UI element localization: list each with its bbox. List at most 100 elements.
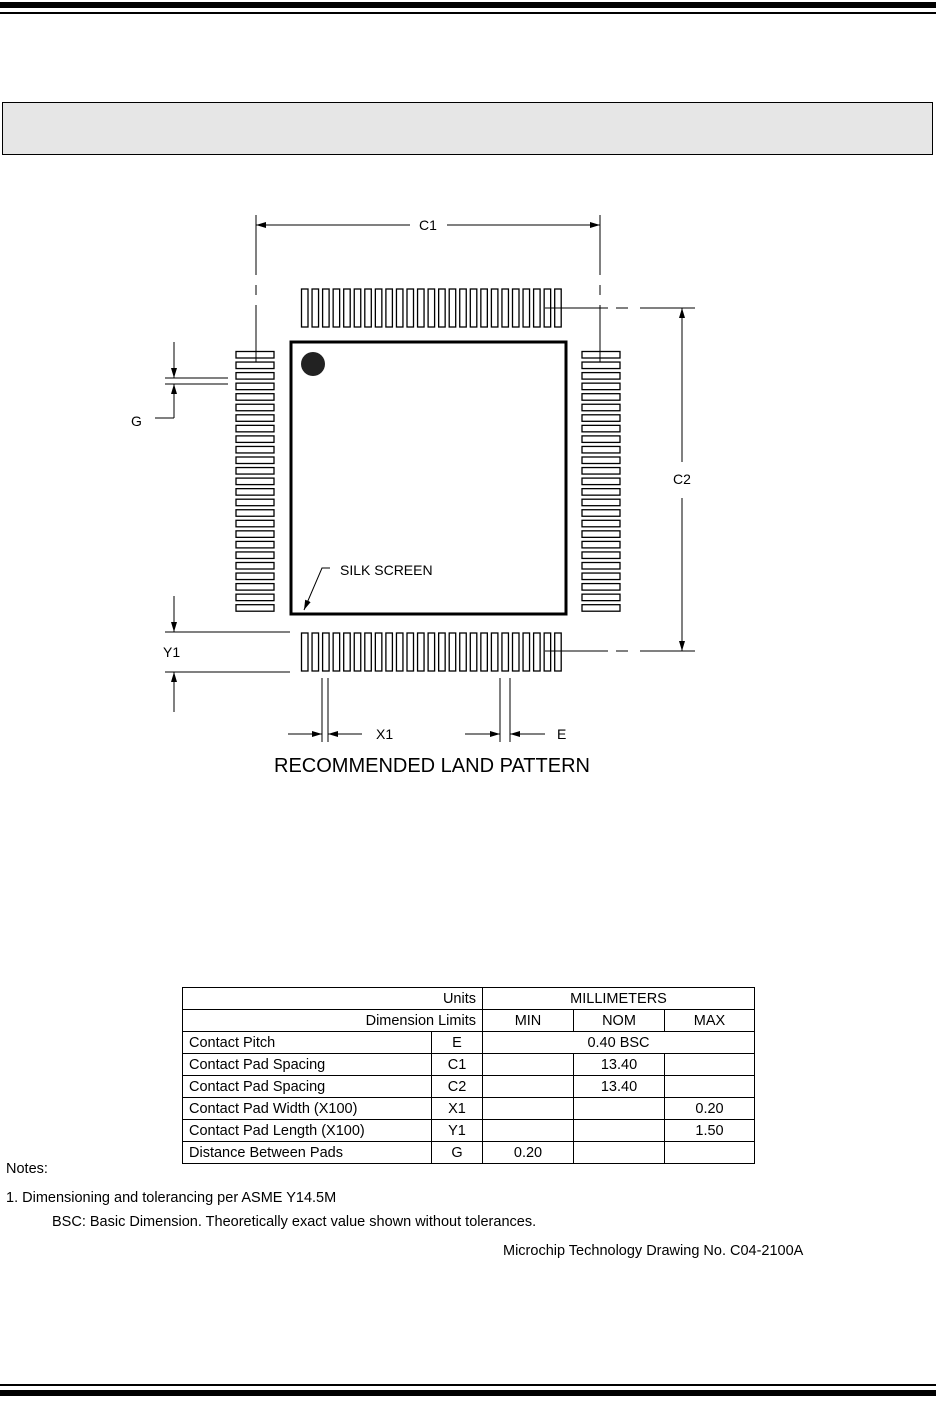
row-max — [664, 1141, 755, 1164]
pad-left — [235, 435, 275, 444]
row-min — [482, 1053, 574, 1076]
row-nom — [573, 1141, 665, 1164]
silk-screen-outline — [289, 340, 568, 616]
row-max: 0.20 — [664, 1097, 755, 1120]
pad-right — [581, 582, 621, 591]
row-nom — [573, 1097, 665, 1120]
row-min: 0.20 — [482, 1141, 574, 1164]
pad-bottom — [501, 632, 510, 672]
pad-right — [581, 561, 621, 570]
g-label: G — [131, 413, 142, 429]
pad-bottom — [353, 632, 362, 672]
pad-right — [581, 393, 621, 401]
pad-left — [235, 403, 275, 412]
top-rule-thick — [0, 2, 936, 8]
row-min — [482, 1075, 574, 1098]
pad-right — [581, 456, 621, 465]
row-name: Contact Pad Spacing — [182, 1075, 432, 1098]
units-label: Units — [182, 987, 483, 1010]
pad-right — [581, 540, 621, 549]
bottom-rule-thick — [0, 1390, 936, 1396]
pad-bottom — [490, 632, 499, 672]
pad-bottom — [522, 632, 531, 672]
pad-top — [490, 288, 499, 328]
pad-top — [364, 288, 372, 328]
pad-bottom — [543, 632, 552, 672]
pad-right — [581, 350, 621, 359]
pad-left — [235, 572, 275, 581]
pad-left — [235, 414, 275, 422]
package-title-box — [2, 102, 933, 155]
pad-left — [235, 382, 275, 391]
row-symbol: X1 — [431, 1097, 483, 1120]
pad-bottom — [427, 632, 436, 672]
pad-left — [235, 593, 275, 602]
pad-left — [235, 361, 275, 370]
pad-left — [235, 540, 275, 549]
pad-top — [427, 288, 436, 328]
pad-right — [581, 487, 621, 496]
pad-top — [511, 288, 520, 328]
pad-bottom — [385, 632, 394, 672]
pad-left — [235, 477, 275, 486]
pad-right — [581, 414, 621, 422]
pad-left — [235, 509, 275, 517]
pad-top — [332, 288, 341, 328]
row-nom: 13.40 — [573, 1053, 665, 1076]
pad-right — [581, 551, 621, 560]
pad-left — [235, 466, 275, 475]
pad-left — [235, 445, 275, 454]
y1-label: Y1 — [163, 644, 180, 660]
pad-bottom — [321, 632, 330, 672]
limits-label: Dimension Limits — [182, 1009, 483, 1032]
pad-right — [581, 361, 621, 370]
bottom-rule-thin — [0, 1384, 936, 1386]
e-label: E — [557, 726, 566, 742]
pad-top — [406, 288, 415, 328]
pad-bottom — [459, 632, 467, 672]
note-1: 1. Dimensioning and tolerancing per ASME… — [6, 1190, 337, 1206]
pad-top — [395, 288, 404, 328]
pad-left — [235, 456, 275, 465]
drawing-number: Microchip Technology Drawing No. C04-210… — [503, 1243, 804, 1259]
pad-right — [581, 604, 621, 612]
row-symbol: C1 — [431, 1053, 483, 1076]
pad-right — [581, 572, 621, 581]
pad-top — [480, 288, 489, 328]
pad-left — [235, 393, 275, 401]
row-symbol: Y1 — [431, 1119, 483, 1142]
row-symbol: G — [431, 1141, 483, 1164]
row-name: Contact Pad Spacing — [182, 1053, 432, 1076]
pad-top — [522, 288, 531, 328]
dimension-table: Units MILLIMETERS Dimension Limits MIN N… — [182, 987, 755, 1164]
pad-left — [235, 424, 275, 433]
pad-left — [235, 530, 275, 538]
pad-right — [581, 593, 621, 602]
x1-label: X1 — [376, 726, 393, 742]
pad-top — [501, 288, 510, 328]
pad-bottom — [406, 632, 415, 672]
c1-label: C1 — [419, 217, 437, 233]
pad-right — [581, 382, 621, 391]
pad-left — [235, 604, 275, 612]
pad-bottom — [554, 632, 562, 672]
pad-right — [581, 530, 621, 538]
row-name: Contact Pitch — [182, 1031, 432, 1054]
row-nom — [573, 1119, 665, 1142]
pad-right — [581, 371, 621, 380]
pad-left — [235, 487, 275, 496]
col-min: MIN — [482, 1009, 574, 1032]
pad-bottom — [343, 632, 351, 672]
row-symbol: C2 — [431, 1075, 483, 1098]
pad-bottom — [311, 632, 320, 672]
pad-top — [353, 288, 362, 328]
notes-heading: Notes: — [6, 1161, 48, 1177]
pad-top — [437, 288, 446, 328]
pad-bottom — [300, 632, 309, 672]
pad-top — [532, 288, 541, 328]
row-max — [664, 1053, 755, 1076]
row-nom: 13.40 — [573, 1075, 665, 1098]
